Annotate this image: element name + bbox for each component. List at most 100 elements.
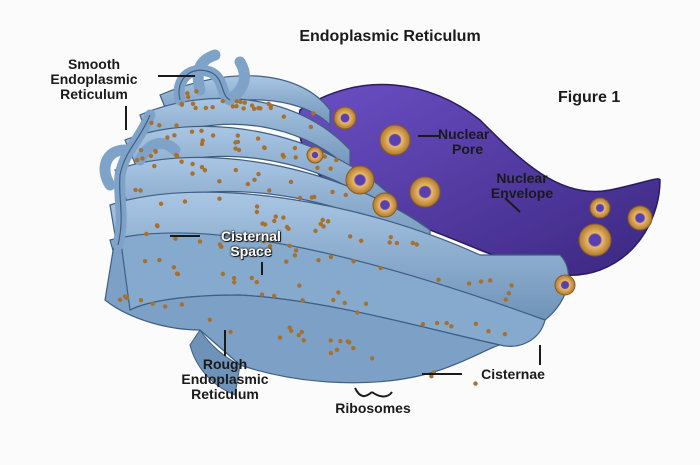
figure-label: Figure 1 <box>558 89 621 106</box>
ribosome-dot <box>254 204 260 209</box>
ribosome-dot <box>148 153 154 159</box>
label-line: Envelope <box>490 185 554 201</box>
ribosome-dot <box>249 275 254 281</box>
ribosome-dot <box>328 350 334 356</box>
ribosome-dot <box>473 321 479 326</box>
ribosome-dot <box>466 281 472 286</box>
label-line: Smooth <box>67 56 121 72</box>
rough-er-sheets <box>104 75 569 396</box>
ribosome-dot <box>179 102 185 107</box>
ribosome-dot <box>153 149 158 154</box>
ribosome-dot <box>272 293 277 299</box>
ribosome-dot <box>318 221 323 227</box>
ribosome-dot <box>478 279 484 284</box>
ribosome-dot <box>343 192 348 198</box>
ribosome-dot <box>220 271 226 277</box>
ribosome-dot <box>174 271 180 276</box>
ribosome-dot <box>378 265 383 271</box>
label-line: Cisternal <box>221 228 281 244</box>
ribosome-dot <box>231 275 237 281</box>
ribosome-dot <box>149 120 154 126</box>
ribosome-dot <box>281 114 286 119</box>
ribosome-dot <box>345 339 350 344</box>
ribosome-dot <box>503 297 508 302</box>
ribosome-dot <box>190 161 195 167</box>
ribosome-dot <box>189 129 195 134</box>
ribosome-dot <box>293 155 298 160</box>
ribosome-dot <box>262 222 268 227</box>
ribosome-dot <box>273 214 278 219</box>
ribosome-dot <box>254 279 259 285</box>
ribosome-dot <box>351 345 356 351</box>
label-nuclear-pore: Nuclear Pore <box>438 127 518 157</box>
ribosome-dot <box>138 188 143 193</box>
ribosome-dot <box>506 291 512 296</box>
ribosome-dot <box>334 157 339 163</box>
ribosome-dot <box>232 280 237 285</box>
ribosome-dot <box>228 329 233 335</box>
ribosome-dot <box>331 297 336 303</box>
ribosome-dot <box>194 89 199 94</box>
ribosome-dot <box>311 111 316 116</box>
label-nuclear-envelope: Nuclear Envelope <box>467 171 577 201</box>
ribosome-dot <box>138 298 144 303</box>
ribosome-dot <box>444 320 449 326</box>
ribosome-dot <box>313 228 318 234</box>
ribosome-dot <box>185 94 191 100</box>
ribosome-dot <box>351 259 356 264</box>
label-ribosomes: Ribosomes <box>335 400 411 416</box>
label-rough-er: Rough Endoplasmic Reticulum <box>150 357 300 402</box>
ribosome-dot <box>312 194 317 200</box>
ribosome-dot <box>133 187 138 193</box>
ribosome-dot <box>259 292 265 297</box>
ribosome-dot <box>163 304 168 309</box>
ribosome-dot <box>210 133 216 138</box>
ribosome-dot <box>157 123 162 128</box>
ribosome-dot <box>182 199 188 204</box>
ribosome-dot <box>434 320 440 326</box>
ribosome-dot <box>199 165 205 170</box>
ribosome-dot <box>315 165 320 170</box>
ribosome-dot <box>328 166 333 171</box>
label-line: Reticulum <box>191 386 259 402</box>
label-line: Space <box>230 243 272 259</box>
ribosome-dot <box>185 91 190 96</box>
ribosome-dot <box>370 356 375 361</box>
label-cisternae: Cisternae <box>481 366 545 382</box>
ribosome-dot <box>202 168 208 173</box>
ribosome-dot <box>252 177 257 182</box>
ribosome-dot <box>230 104 236 109</box>
ribosome-dot <box>254 209 260 215</box>
ribosome-dot <box>256 171 261 177</box>
ribosome-dot <box>234 104 239 109</box>
ribosome-dot <box>301 338 306 343</box>
ribosome-dot <box>320 217 325 223</box>
ribosome-dot <box>410 240 415 246</box>
label-line: Rough <box>202 356 248 372</box>
ribosome-dot <box>268 105 273 111</box>
label-cisternal-space: Cisternal Space <box>196 229 306 259</box>
ribosome-dot <box>359 238 364 243</box>
ribosome-dot <box>262 145 267 151</box>
ribosome-dot <box>267 243 273 249</box>
label-line: Pore <box>452 141 484 157</box>
ribosome-dot <box>363 301 369 306</box>
ribosome-dot <box>140 156 145 161</box>
ribosome-dot <box>316 258 321 263</box>
ribosome-dot <box>436 277 441 282</box>
ribosome-dot <box>117 297 123 302</box>
ribosome-dot <box>296 333 301 338</box>
ribosome-dot <box>235 133 240 138</box>
ribosome-dot <box>150 301 155 306</box>
ribosome-dot <box>217 179 222 184</box>
label-line: Nuclear <box>438 126 490 142</box>
ribosome-dot <box>267 188 272 193</box>
ribosome-dot <box>486 329 491 334</box>
ribosome-dot <box>284 259 289 264</box>
ribosome-dot <box>330 189 335 195</box>
ribosome-dot <box>190 101 196 107</box>
ribosome-dot <box>328 254 334 260</box>
ribosome-dot <box>338 339 343 344</box>
